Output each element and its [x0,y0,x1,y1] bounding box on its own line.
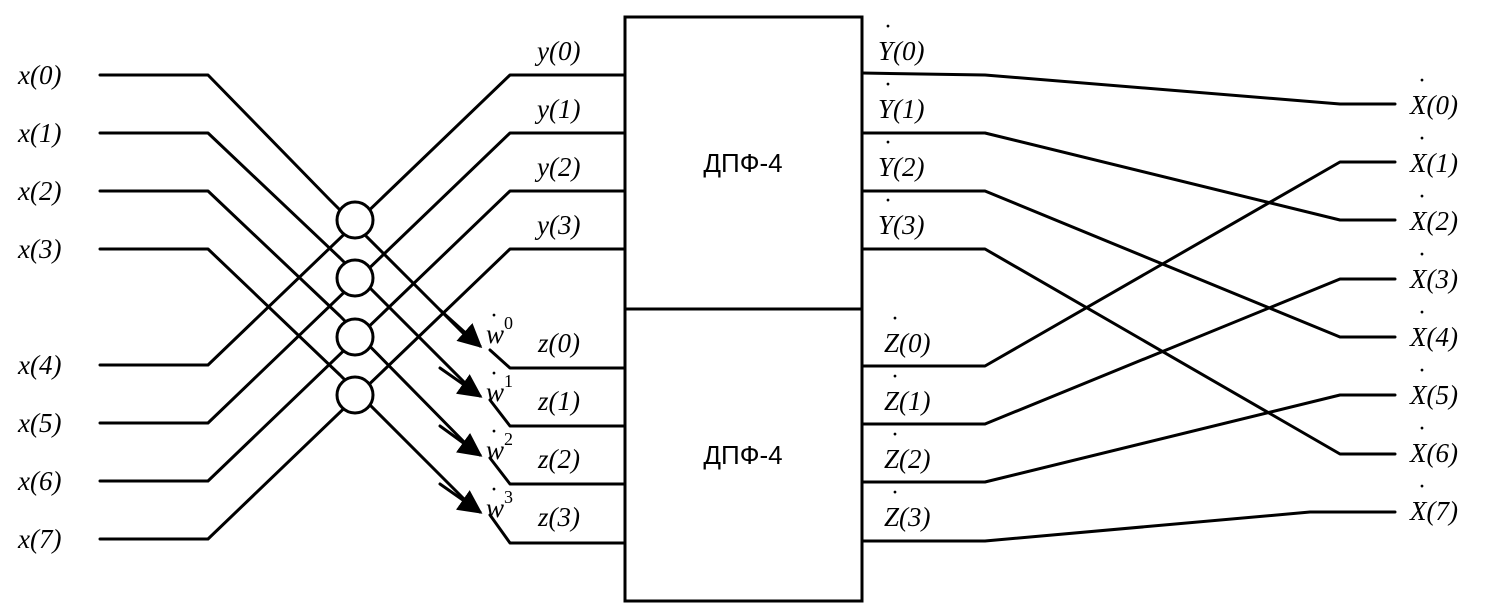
input-label-0: x(0) [17,60,61,90]
z-label-3: z(3) [537,502,580,532]
input-label-6: x(6) [17,466,61,496]
y-label-1: y(1) [534,94,580,124]
Y-dot-3: · [884,188,892,214]
output-label-7: X(7) [1409,496,1458,526]
Z-label-3: Z(3) [884,502,931,532]
output-label-3: X(3) [1409,264,1458,294]
output-label-5: X(5) [1409,380,1458,410]
Z-label-0: Z(0) [884,328,931,358]
X-dot-2: · [1418,184,1426,210]
dft-block-bottom [623,307,864,603]
twiddle-label-3: w3 [486,487,513,523]
Y-labels: · Y(0) · Y(1) · Y(2) · Y(3) [878,14,925,240]
output-label-6: X(6) [1409,438,1458,468]
y-label-3: y(3) [534,210,580,240]
wire-x2-to-z2-tail [488,456,627,486]
X-dot-0: · [1418,68,1426,94]
output-label-1: X(1) [1409,148,1458,178]
input-wires-top [98,73,627,545]
input-label-4: x(4) [17,350,61,380]
arrow-w2 [438,424,483,457]
z-label-0: z(0) [537,328,580,358]
Z-dot-3: · [891,480,899,506]
twiddle-label-0: w0 [486,313,513,349]
Y-label-0: Y(0) [878,36,925,66]
wire-Z1-to-X3 [860,277,1397,426]
wire-x3-to-z3-tail [488,513,627,545]
y-label-0: y(0) [534,36,580,66]
X-dot-7: · [1418,474,1426,500]
output-labels: · X(0) · X(1) · X(2) · X(3) · X(4) · X(5… [1409,68,1458,526]
wire-Z2-to-X5 [860,393,1397,484]
dft-block-top [623,15,864,311]
input-labels: x(0) x(1) x(2) x(3) x(4) x(5) x(6) x(7) [17,60,61,554]
Y-dot-2: · [884,130,892,156]
twiddle-dot-2: · [490,419,498,445]
twiddle-labels: w0 · w1 · w2 · w3 · [486,303,513,523]
adder-node-3 [335,375,375,415]
wire-x0-to-z0-tail [488,348,627,370]
input-label-3: x(3) [17,234,61,264]
Y-label-2: Y(2) [878,152,925,182]
z-label-1: z(1) [537,386,580,416]
twiddle-dot-1: · [490,361,498,387]
dft-blocks: ДПФ-4 ДПФ-4 [623,15,864,603]
Z-label-1: Z(1) [884,386,931,416]
input-label-5: x(5) [17,408,61,438]
X-dot-4: · [1418,300,1426,326]
wire-x1-to-z1 [98,131,472,390]
y-labels: y(0) y(1) y(2) y(3) [534,36,580,240]
adder-nodes [335,200,375,415]
twiddle-label-1: w1 [486,371,513,407]
wire-x1-to-z1-tail [488,398,627,428]
y-label-2: y(2) [534,152,580,182]
Z-label-2: Z(2) [884,444,931,474]
Y-dot-1: · [884,72,892,98]
wire-Y1-to-X2 [860,131,1397,222]
Z-labels: · Z(0) · Z(1) · Z(2) · Z(3) [884,306,931,532]
X-dot-6: · [1418,416,1426,442]
wire-Z3-to-X7 [860,510,1397,543]
adder-node-1 [335,258,375,298]
X-dot-1: · [1418,126,1426,152]
adder-node-2 [335,317,375,357]
wire-x2-to-z2 [98,189,472,450]
Y-label-1: Y(1) [878,94,925,124]
output-wires [860,71,1397,543]
z-label-2: z(2) [537,444,580,474]
z-labels: z(0) z(1) z(2) z(3) [537,328,580,532]
arrow-w1 [438,366,483,398]
twiddle-arrows [438,308,483,514]
Y-label-3: Y(3) [878,210,925,240]
arrow-w3 [438,482,483,514]
output-label-2: X(2) [1409,206,1458,236]
X-dot-5: · [1418,358,1426,384]
dft-block-top-label: ДПФ-4 [703,148,782,178]
twiddle-dot-3: · [490,477,498,503]
twiddle-dot-0: · [490,303,498,329]
output-label-4: X(4) [1409,322,1458,352]
arrow-w0 [438,308,483,349]
output-label-0: X(0) [1409,90,1458,120]
Z-dot-0: · [891,306,899,332]
Z-dot-1: · [891,364,899,390]
twiddle-label-2: w2 [486,429,513,465]
X-dot-3: · [1418,242,1426,268]
wire-x0-to-z0 [98,73,472,342]
dft-block-bottom-label: ДПФ-4 [703,440,782,470]
Z-dot-2: · [891,422,899,448]
adder-node-0 [335,200,375,240]
input-label-7: x(7) [17,524,61,554]
wire-Y0-to-X0 [860,71,1397,106]
wire-x3-to-z3 [98,247,472,507]
wire-Z0-to-X1 [860,160,1397,368]
Y-dot-0: · [884,14,892,40]
input-label-1: x(1) [17,118,61,148]
input-label-2: x(2) [17,176,61,206]
